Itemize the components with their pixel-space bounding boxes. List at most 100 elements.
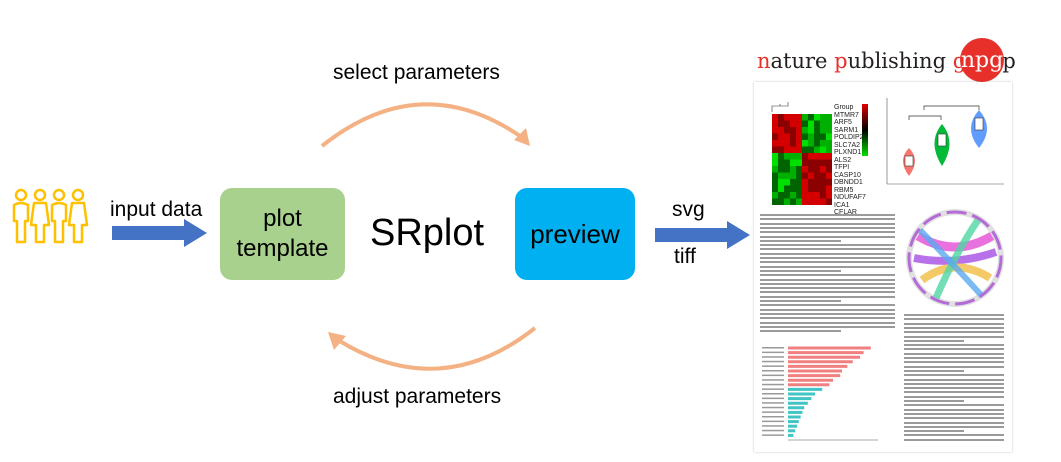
heatmap-cell — [820, 198, 826, 205]
paper-text-line — [904, 339, 964, 342]
heatmap-cell — [820, 185, 826, 192]
heatmap-cell — [790, 198, 796, 205]
heatmap-cell — [826, 140, 832, 147]
plot-template-node: plot template — [220, 188, 345, 280]
paper-text-line — [904, 344, 1004, 347]
paper-text-line — [760, 235, 895, 238]
paper-text-line — [904, 318, 1004, 321]
heatmap-cell — [802, 159, 808, 166]
heatmap-cell — [826, 166, 832, 173]
lollipop-label — [762, 393, 784, 395]
heatmap-cell — [802, 172, 808, 179]
heatmap-cell — [790, 166, 796, 173]
heatmap-cell — [802, 179, 808, 186]
paper-text-line — [904, 331, 1004, 334]
heatmap-cell — [796, 185, 802, 192]
heatmap-cell — [814, 192, 820, 199]
paper-text-line — [760, 248, 895, 251]
heatmap-cell — [796, 133, 802, 140]
paper-text-line — [904, 352, 1004, 355]
heatmap-cell — [796, 192, 802, 199]
heatmap-cell — [802, 127, 808, 134]
paper-text-line — [760, 291, 895, 294]
heatmap-cell — [784, 153, 790, 160]
heatmap-gene-label: POLDIP2 — [834, 134, 864, 141]
heatmap-cell — [814, 172, 820, 179]
paper-text-line — [760, 321, 895, 324]
lollipop-label — [762, 365, 784, 367]
paper-text-line — [904, 382, 1004, 385]
heatmap-cell — [784, 179, 790, 186]
heatmap-cell — [784, 127, 790, 134]
paper-text-line — [760, 231, 895, 234]
heatmap-cell — [808, 159, 814, 166]
chord-diagram-thumbnail — [906, 209, 1004, 307]
paper-text-line — [760, 214, 895, 216]
heatmap-cell — [778, 192, 784, 199]
heatmap-cell — [814, 140, 820, 147]
heatmap-cell — [802, 192, 808, 199]
adjust-parameters-label: adjust parameters — [333, 385, 502, 408]
preview-node: preview — [515, 188, 635, 280]
paper-text-line — [904, 391, 1004, 394]
paper-text-line — [904, 322, 1004, 325]
heatmap-cell — [784, 166, 790, 173]
lollipop-label — [762, 434, 784, 436]
heatmap-cell — [820, 120, 826, 127]
plot-template-line1: plot — [263, 205, 302, 232]
heatmap-cell — [778, 172, 784, 179]
paper-text-line — [904, 417, 1004, 420]
heatmap-cell — [826, 120, 832, 127]
heatmap-cell — [796, 114, 802, 121]
paper-text-line — [760, 312, 895, 315]
input-arrow — [112, 219, 207, 247]
heatmap-cell — [820, 133, 826, 140]
heatmap-cell — [820, 172, 826, 179]
heatmap-cell — [772, 120, 778, 127]
paper-text-line — [760, 300, 841, 302]
heatmap-cell — [772, 185, 778, 192]
heatmap-cell — [796, 120, 802, 127]
heatmap-cell — [802, 133, 808, 140]
heatmap-cell — [826, 133, 832, 140]
paper-text-line — [904, 404, 1004, 407]
heatmap-cell — [796, 153, 802, 160]
paper-text-line — [904, 438, 1004, 441]
paper-text-line — [904, 365, 1004, 368]
heatmap-cell — [814, 198, 820, 205]
heatmap-cell — [784, 146, 790, 153]
heatmap-cell — [826, 159, 832, 166]
svg-label: svg — [672, 198, 705, 221]
paper-text-line — [760, 317, 895, 320]
heatmap-cell — [796, 166, 802, 173]
lollipop-label — [762, 370, 784, 372]
heatmap-cell — [814, 159, 820, 166]
heatmap-cell — [796, 198, 802, 205]
heatmap-gene-label: SLC7A2 — [834, 141, 861, 149]
paper-text-line — [760, 252, 895, 255]
heatmap-cell — [826, 179, 832, 186]
paper-text-line — [760, 304, 895, 307]
lollipop-label — [762, 402, 784, 404]
output-arrow — [655, 221, 750, 249]
heatmap-cell — [826, 153, 832, 160]
lollipop-label — [762, 383, 784, 386]
heatmap-cell — [814, 179, 820, 186]
heatmap-cell — [820, 153, 826, 160]
heatmap-gene-label: ARF5 — [834, 119, 852, 126]
paper-text-line — [904, 326, 1004, 329]
lollipop-label — [762, 360, 784, 363]
heatmap-cell — [784, 120, 790, 127]
paper-text-line — [760, 239, 841, 242]
heatmap-cell — [826, 198, 832, 205]
heatmap-cell — [772, 159, 778, 166]
paper-text-line — [760, 269, 841, 272]
heatmap-cell — [772, 146, 778, 153]
heatmap-cell — [772, 192, 778, 199]
heatmap-gene-label: RBM5 — [834, 186, 854, 194]
heatmap-cell — [796, 159, 802, 166]
paper-text-line — [904, 430, 964, 433]
heatmap-cell — [826, 185, 832, 192]
heatmap-cell — [772, 153, 778, 160]
heatmap-cell — [784, 172, 790, 179]
